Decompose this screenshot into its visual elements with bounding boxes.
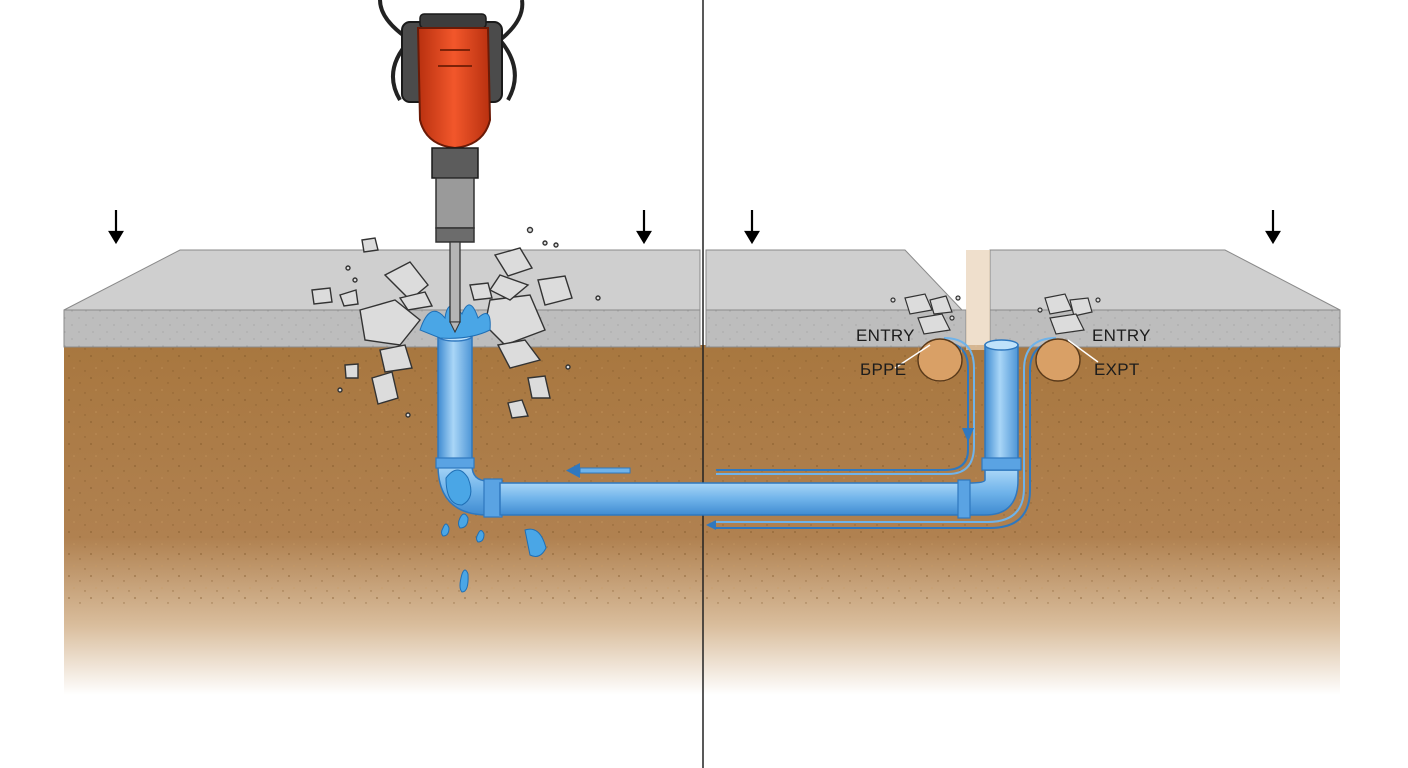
right-pit-top-label: ENTRY [1092,326,1151,345]
main-pipe [499,339,1022,519]
right-pit-bottom-label: EXPT [1094,360,1140,379]
soil-layer [64,345,1340,695]
left-pit-bottom-label: БPPE [860,360,907,379]
flow-arrow-icon [566,428,974,530]
rubble-debris [311,226,601,419]
entry-pit-left [890,293,963,382]
left-pit-top-label: ENTRY [856,326,915,345]
down-arrow-icon [108,210,1281,245]
jackhammer-icon [378,0,525,334]
right-concrete-slab [705,249,1341,350]
entry-pit-right [1035,293,1101,382]
